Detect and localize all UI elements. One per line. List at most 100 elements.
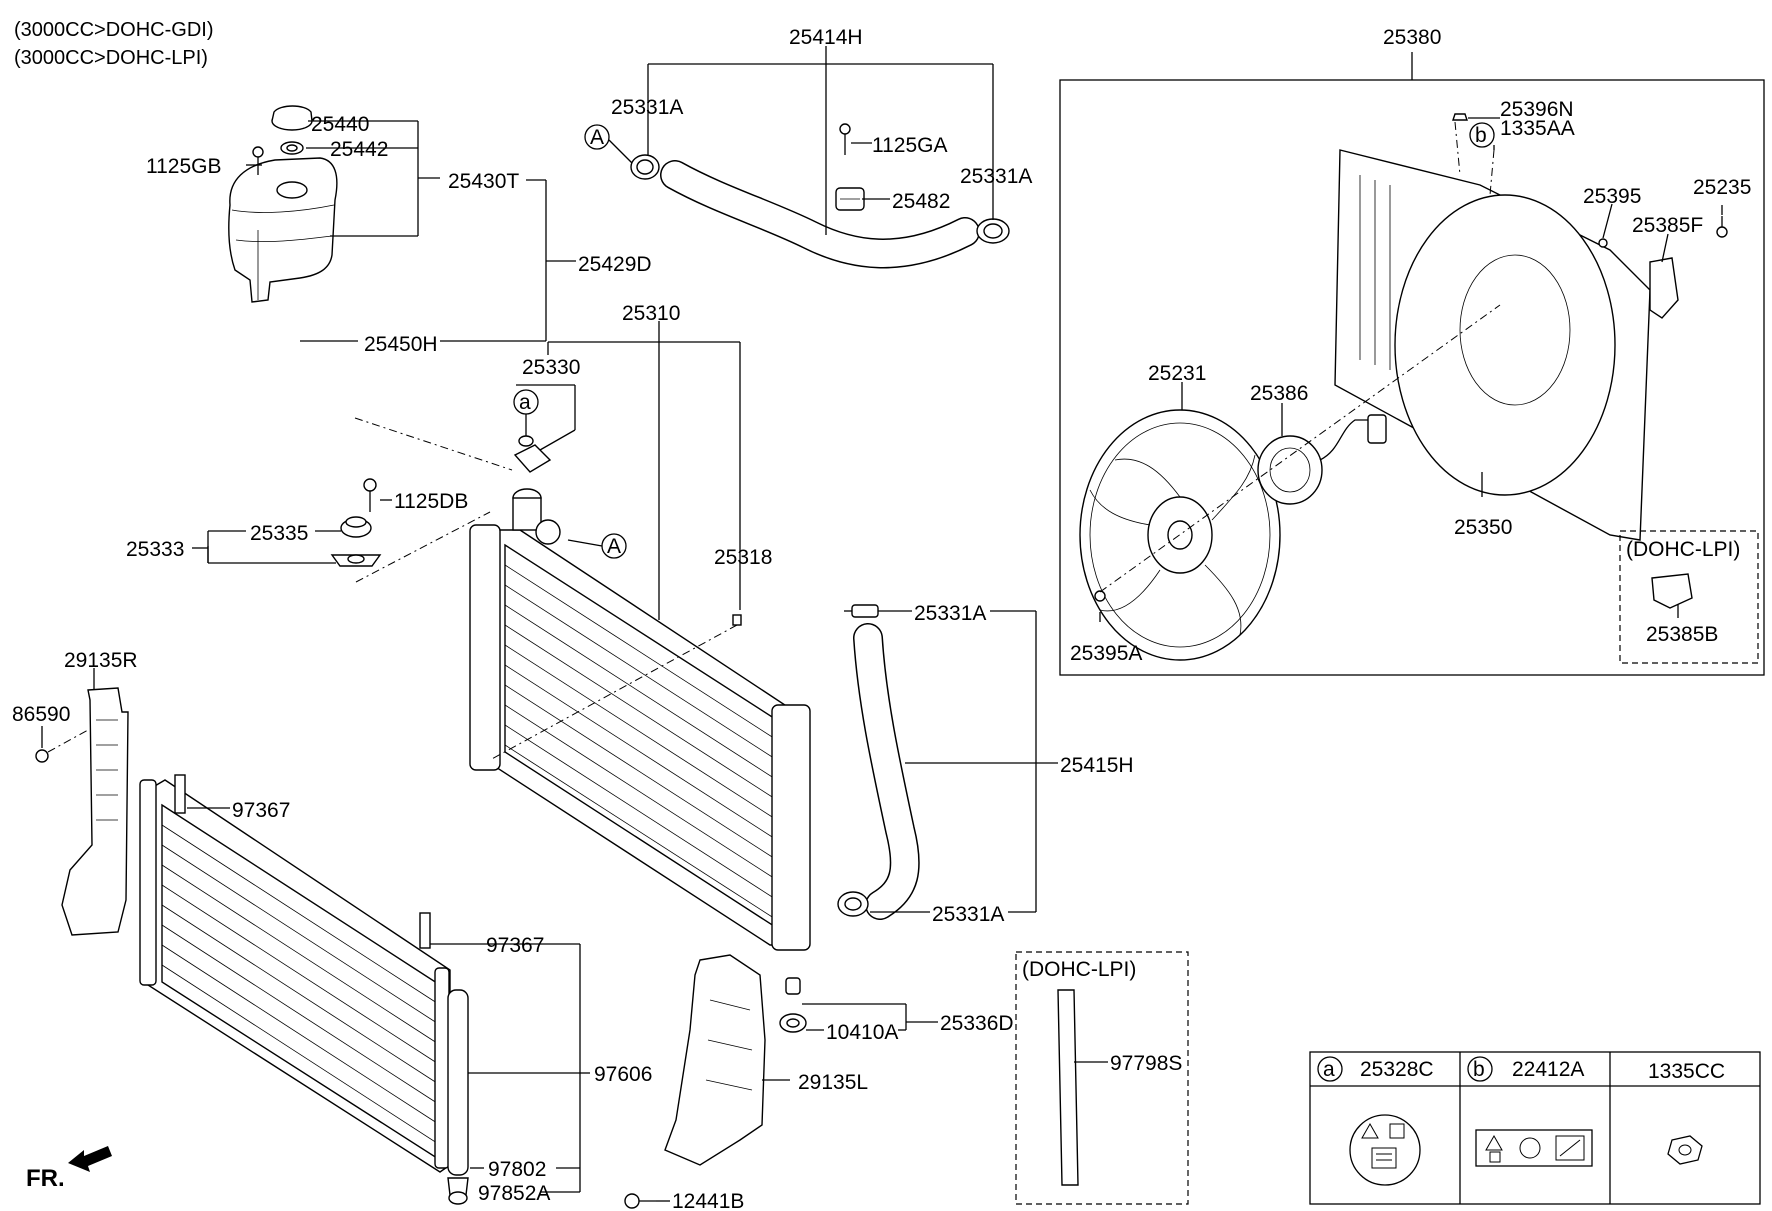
engine-variant-gdi: (3000CC>DOHC-GDI) <box>14 19 213 41</box>
callout-b-fan <box>1469 122 1495 148</box>
label-25395: 25395 <box>1583 185 1641 208</box>
legend-key-b-text: b <box>1473 1058 1485 1081</box>
label-25430T: 25430T <box>448 170 519 193</box>
reservoir-cap <box>271 105 313 131</box>
mounting-bracket <box>330 554 382 567</box>
label-12441B: 12441B <box>672 1190 744 1211</box>
bolt-12441B <box>624 1193 656 1209</box>
label-29135R: 29135R <box>64 649 138 672</box>
label-25331A-upper-left: 25331A <box>611 96 683 119</box>
label-97852A: 97852A <box>478 1182 550 1205</box>
front-marker: FR. <box>26 1165 65 1192</box>
condenser-fins <box>161 824 441 1146</box>
label-97802: 97802 <box>488 1158 546 1181</box>
label-1125GA: 1125GA <box>872 134 948 157</box>
label-25350: 25350 <box>1454 516 1512 539</box>
screw-25395 <box>1598 238 1608 248</box>
radiator-filler-neck <box>512 488 561 545</box>
label-25310: 25310 <box>622 302 680 325</box>
bolt-1125DB <box>363 478 377 512</box>
upper-hose <box>660 160 980 269</box>
fan-assembly-box <box>1059 79 1765 676</box>
label-97606: 97606 <box>594 1063 652 1086</box>
label-25450H: 25450H <box>364 333 438 356</box>
resistor-25385B <box>1651 573 1693 609</box>
label-25235: 25235 <box>1693 176 1751 199</box>
fan-shroud <box>1334 149 1651 541</box>
clamp-lower-top <box>844 604 879 618</box>
label-25331A-lower-top: 25331A <box>914 602 986 625</box>
air-guard-left <box>664 954 766 1166</box>
bracket-25482 <box>835 187 865 211</box>
radiator-cap-seal <box>513 444 552 473</box>
cap-seal <box>280 141 304 155</box>
lpi-seal-box <box>1015 951 1189 1205</box>
label-1125DB: 1125DB <box>394 490 468 513</box>
reservoir-tank <box>228 157 338 303</box>
lpi-fan-box <box>1619 530 1759 664</box>
warning-cap-label-icon <box>1349 1114 1421 1186</box>
label-25318: 25318 <box>714 546 772 569</box>
label-1125GB: 1125GB <box>146 155 222 178</box>
legend-part-22412A: 22412A <box>1512 1058 1584 1081</box>
callout-A-radiator-text: A <box>607 535 621 558</box>
callout-A-upper <box>584 124 610 150</box>
flange-nut-icon <box>1667 1135 1703 1165</box>
fan-motor <box>1257 414 1387 505</box>
legend-part-25328C: 25328C <box>1360 1058 1434 1081</box>
radiator-fins <box>504 564 781 923</box>
label-25331A-lower-bottom: 25331A <box>932 903 1004 926</box>
label-25440: 25440 <box>311 113 369 136</box>
fan-blade <box>1079 409 1281 661</box>
callout-b-fan-text: b <box>1475 124 1487 147</box>
clamp-upper-right <box>976 218 1010 244</box>
lpi-fan-box-title: (DOHC-LPI) <box>1626 538 1740 561</box>
legend-table: a 25328C b 22412A 1335CC <box>1309 1051 1761 1205</box>
bolt-25235 <box>1716 216 1728 238</box>
seal-97367 <box>174 774 431 949</box>
receiver-drier <box>447 989 469 1205</box>
label-25380: 25380 <box>1383 26 1441 49</box>
label-25333: 25333 <box>126 538 184 561</box>
label-25336D: 25336D <box>940 1012 1014 1035</box>
nut-25396N <box>1452 113 1468 121</box>
engine-variant-lpi: (3000CC>DOHC-LPI) <box>14 47 208 69</box>
label-1335AA: 1335AA <box>1500 117 1575 140</box>
lower-hose <box>853 623 920 920</box>
label-25385B: 25385B <box>1646 623 1718 646</box>
label-86590: 86590 <box>12 703 70 726</box>
warning-sticker-icon <box>1475 1129 1593 1167</box>
overflow-hose <box>282 320 357 417</box>
label-29135L: 29135L <box>798 1071 868 1094</box>
label-25335: 25335 <box>250 522 308 545</box>
label-97798S: 97798S <box>1110 1052 1182 1075</box>
label-97367-upper: 97367 <box>232 799 290 822</box>
resistor-25385F <box>1649 257 1679 319</box>
clamp-upper-left <box>630 154 660 180</box>
label-25331A-upper-right: 25331A <box>960 165 1032 188</box>
label-25386: 25386 <box>1250 382 1308 405</box>
bolt-1125GB <box>252 146 264 175</box>
label-25415H: 25415H <box>1060 754 1134 777</box>
mounting-insulator <box>340 516 372 538</box>
label-25482: 25482 <box>892 190 950 213</box>
label-25395A: 25395A <box>1070 642 1142 665</box>
legend-key-a <box>1317 1056 1343 1082</box>
lpi-seal-box-title: (DOHC-LPI) <box>1022 958 1136 981</box>
screw-25318 <box>732 614 742 626</box>
front-arrow-icon <box>68 1146 112 1172</box>
label-25414H: 25414H <box>789 26 863 49</box>
label-25429D: 25429D <box>578 253 652 276</box>
label-10410A: 10410A <box>826 1021 898 1044</box>
screw-25395A <box>1094 590 1106 602</box>
label-25442: 25442 <box>330 138 388 161</box>
label-97367-lower: 97367 <box>486 934 544 957</box>
legend-key-a-text: a <box>1323 1058 1335 1081</box>
clamp-lower-bottom <box>837 891 869 917</box>
radiator <box>469 524 811 951</box>
clip-86590 <box>35 749 49 763</box>
condenser <box>139 779 451 1173</box>
callout-A-upper-text: A <box>590 126 604 149</box>
bolt-1125GA <box>839 123 851 155</box>
